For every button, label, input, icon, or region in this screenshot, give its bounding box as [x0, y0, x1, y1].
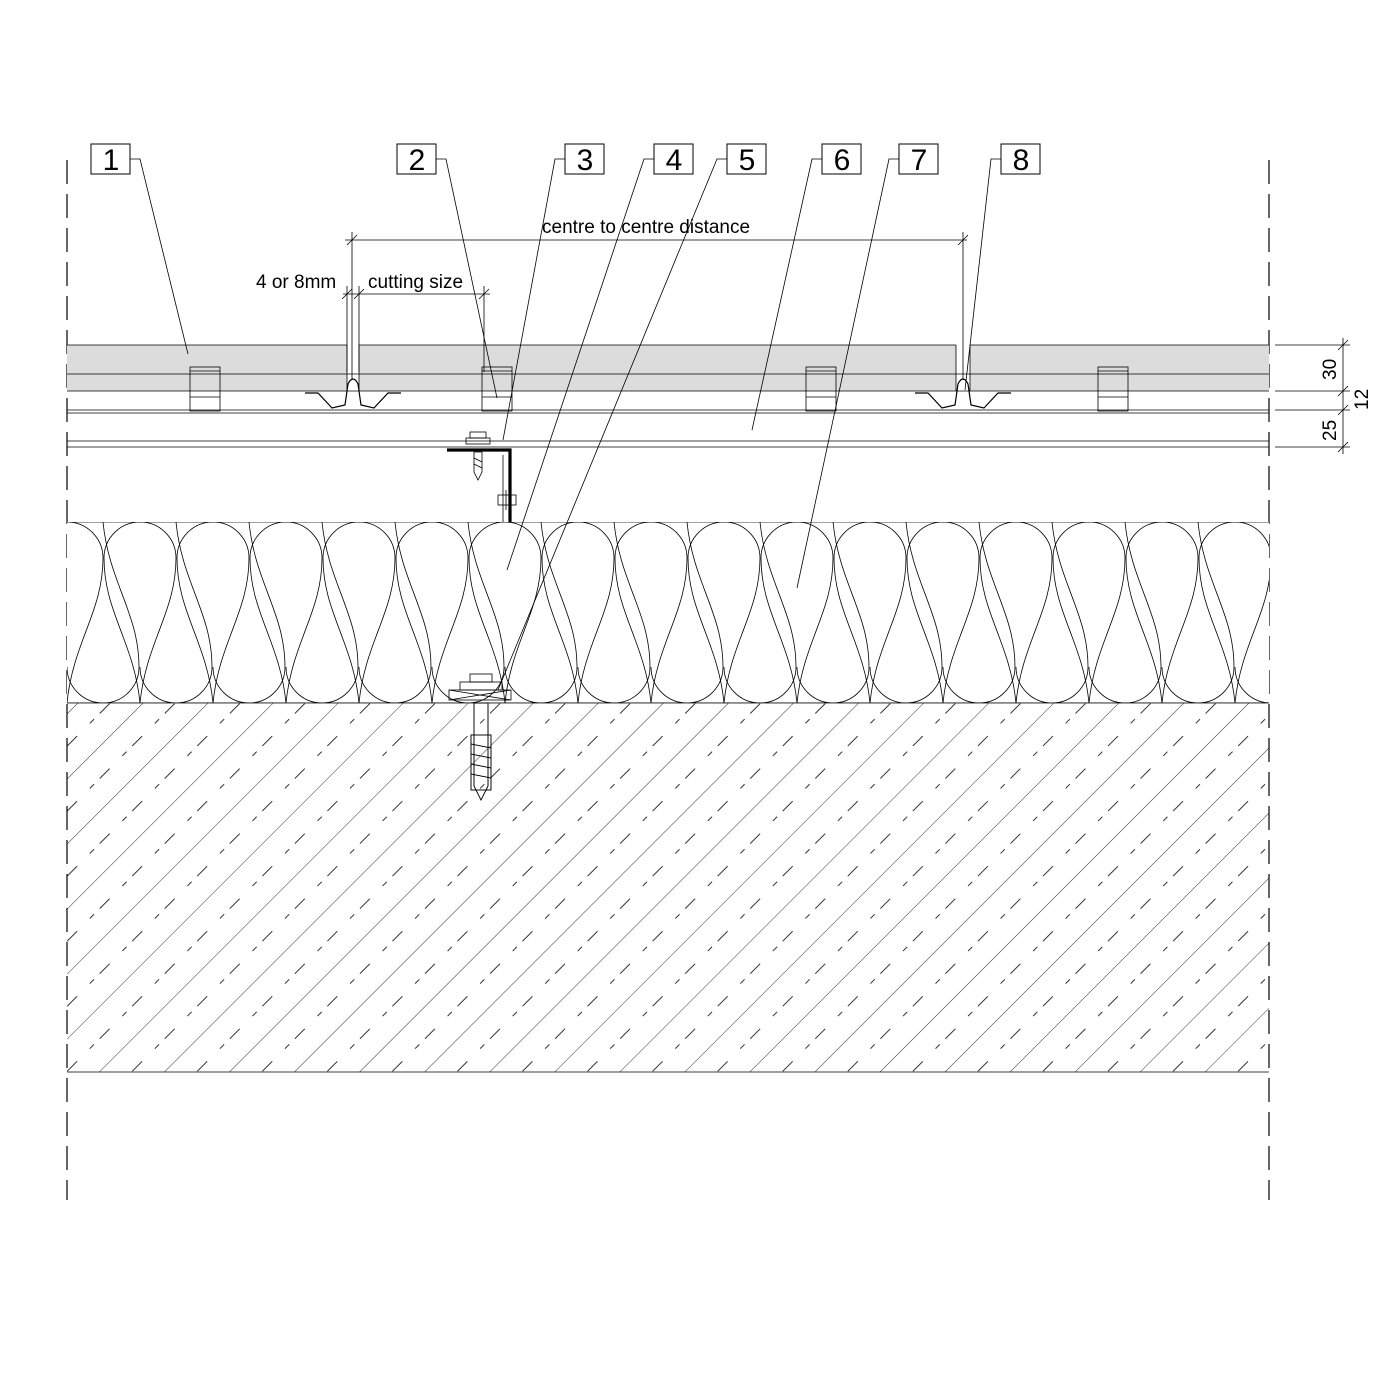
insulation-lobe: [614, 557, 652, 703]
insulation-lobe: [1234, 666, 1269, 703]
gap-label: 4 or 8mm: [256, 272, 336, 293]
callout-4: 4: [653, 143, 694, 177]
insulation-lobe: [103, 557, 141, 703]
callout-7: 7: [898, 143, 939, 177]
insulation-lobe: [139, 522, 213, 703]
insulation-lobe: [249, 522, 323, 703]
insulation-lobe: [614, 522, 688, 703]
insulation-lobe: [395, 557, 433, 703]
insulation-lobe: [833, 557, 871, 703]
insulation-lobe: [176, 522, 250, 703]
clip: [1097, 366, 1129, 412]
dimension-gap-cutting: 4 or 8mm cutting size: [256, 272, 490, 372]
insulation-lobe: [1125, 557, 1163, 703]
insulation-lobe: [1052, 522, 1126, 703]
callout-number: 2: [409, 144, 426, 177]
callout-number: 6: [834, 144, 851, 177]
insulation-lobe: [1308, 522, 1380, 703]
callout-number: 8: [1013, 144, 1030, 177]
insulation-lobe: [760, 557, 798, 703]
cutting-size-label: cutting size: [368, 272, 463, 293]
panel-thickness-label: 30: [1320, 359, 1341, 380]
insulation-lobe: [1272, 522, 1344, 703]
clip: [189, 366, 221, 412]
callout-number: 1: [103, 144, 120, 177]
callout-number: 4: [666, 144, 683, 177]
insulation-lobe: [322, 522, 396, 703]
dimension-thicknesses: 30 12 25: [1275, 338, 1373, 454]
insulation-lobe: [1052, 557, 1090, 703]
batten-thickness-label: 12: [1352, 389, 1373, 410]
insulation-lobe: [687, 522, 761, 703]
panel-clips: [189, 366, 1129, 412]
insulation-layer: [67, 522, 1380, 703]
subframe-lines: [67, 409, 1269, 448]
insulation-lobe: [833, 522, 907, 703]
insulation-lobe: [650, 522, 724, 703]
insulation-lobe: [1125, 522, 1199, 703]
leader-lines: [130, 158, 1001, 691]
callout-number: 3: [577, 144, 594, 177]
self-tapping-screw: [465, 431, 491, 481]
insulation-lobe: [541, 522, 615, 703]
insulation-lobe: [979, 522, 1053, 703]
insulation-lobe: [468, 522, 542, 703]
insulation-lobe: [322, 557, 360, 703]
insulation-lobe: [249, 557, 287, 703]
insulation-lobe: [906, 522, 980, 703]
callout-8: 8: [1000, 143, 1041, 177]
insulation-lobe: [1198, 522, 1269, 703]
callout-number: 7: [911, 144, 928, 177]
insulation-lobe: [1161, 522, 1235, 703]
insulation-lobe: [103, 522, 177, 703]
callout-number: 5: [739, 144, 756, 177]
insulation-lobe: [796, 522, 870, 703]
insulation-lobe: [942, 522, 1016, 703]
centre-to-centre-label: centre to centre distance: [542, 217, 750, 238]
insulation-lobe: [67, 522, 140, 703]
subframe-depth-label: 25: [1320, 420, 1341, 441]
insulation-lobe: [541, 557, 579, 703]
insulation-lobe: [504, 522, 578, 703]
insulation-lobe: [285, 522, 359, 703]
panel-middle: [359, 345, 956, 391]
insulation-lobe: [358, 522, 432, 703]
insulation-lobe: [723, 522, 797, 703]
concrete-wall: [67, 702, 1269, 1073]
insulation-lobe: [1272, 558, 1308, 703]
insulation-lobe: [760, 522, 834, 703]
panel-right: [970, 345, 1269, 391]
callout-3: 3: [564, 143, 605, 177]
insulation-lobe: [67, 522, 104, 703]
insulation-lobe: [431, 522, 505, 703]
dimension-centre-to-centre: centre to centre distance: [345, 217, 969, 380]
insulation-lobe: [979, 557, 1017, 703]
callout-6: 6: [821, 143, 862, 177]
callout-2: 2: [396, 143, 437, 177]
insulation-lobe: [1198, 557, 1236, 703]
panel-left: [67, 345, 347, 391]
callout-1: 1: [90, 143, 131, 177]
insulation-lobe: [1088, 522, 1162, 703]
insulation-lobe: [577, 522, 651, 703]
insulation-lobe: [395, 522, 469, 703]
insulation-lobe: [1015, 522, 1089, 703]
clip: [805, 366, 837, 412]
insulation-lobe: [176, 557, 214, 703]
insulation-lobe: [212, 522, 286, 703]
insulation-lobe: [906, 557, 944, 703]
insulation-lobe: [869, 522, 943, 703]
callout-5: 5: [726, 143, 767, 177]
insulation-lobe: [67, 699, 68, 703]
insulation-lobe: [687, 557, 725, 703]
cladding-panels: [67, 344, 1269, 392]
joint-profile: [305, 378, 401, 409]
